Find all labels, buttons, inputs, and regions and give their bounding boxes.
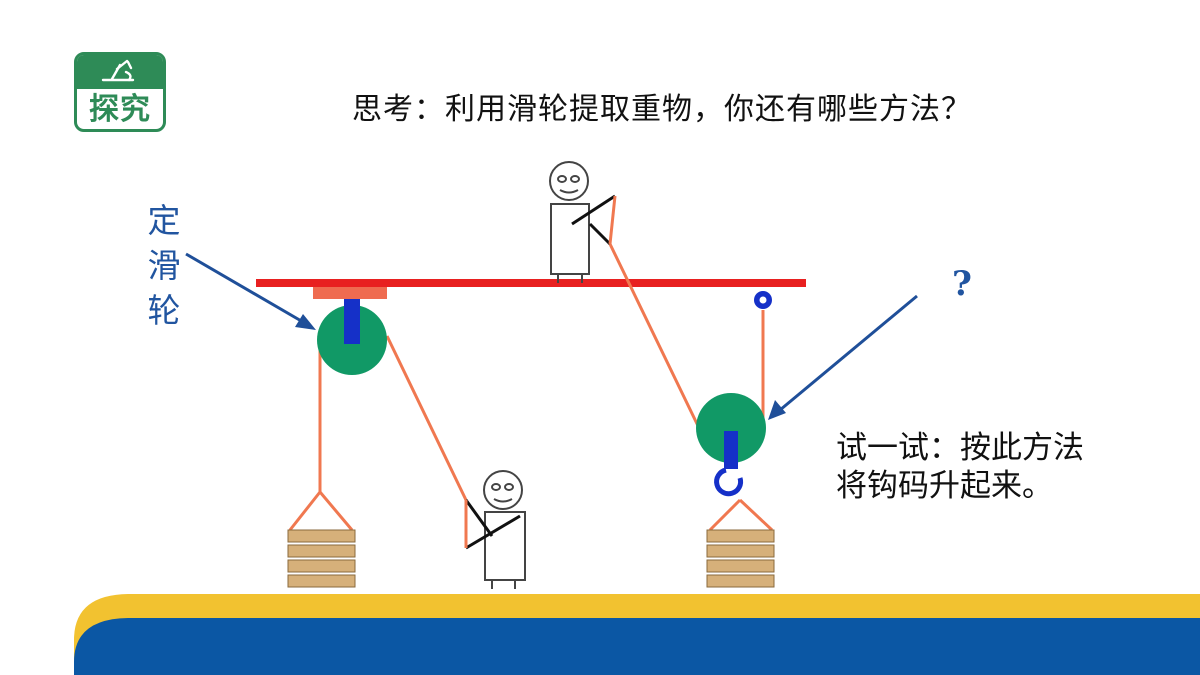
- upper-person: [549, 161, 617, 283]
- pulley-mount: [313, 287, 387, 299]
- label-arrows: [185, 252, 918, 420]
- overhead-beam: [256, 279, 806, 287]
- right-weight-stack: [706, 498, 775, 588]
- try-it-text: 试一试：按此方法将钩码升起来。: [836, 430, 1084, 504]
- fixed-pulley-label: 定滑轮: [147, 201, 181, 330]
- fixed-pulley: [317, 299, 468, 501]
- explore-badge: 探究: [74, 52, 166, 132]
- ground: [74, 594, 1200, 675]
- unknown-pulley-mark: ?: [952, 264, 972, 304]
- microscope-icon: [77, 55, 163, 89]
- lower-person: [464, 470, 526, 589]
- left-weight-stack: [287, 491, 356, 588]
- badge-label: 探究: [89, 92, 151, 127]
- question-text: 思考：利用滑轮提取重物，你还有哪些方法？: [352, 92, 972, 127]
- movable-pulley: [608, 243, 772, 497]
